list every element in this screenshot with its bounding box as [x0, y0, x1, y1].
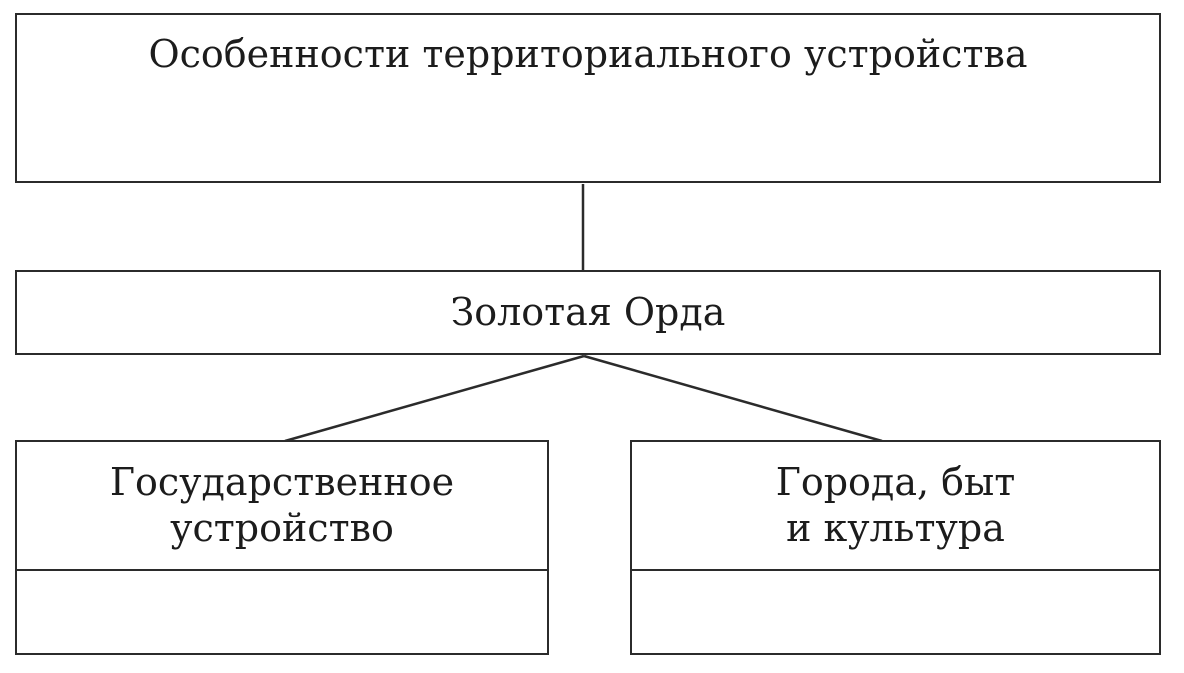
node-child-right-label-compartment: Города, быт и культура	[632, 442, 1159, 571]
node-center-label: Золотая Орда	[450, 289, 726, 334]
connector-center-to-left-child	[284, 354, 585, 443]
node-child-right-label-line1: Города, быт	[775, 459, 1016, 504]
node-child-left-label-line2: устройство	[170, 505, 394, 550]
node-center: Золотая Орда	[15, 270, 1161, 355]
node-root: Особенности территориального устройства	[15, 13, 1161, 183]
node-child-left-label-line1: Государственное	[109, 459, 455, 504]
node-child-left-empty-compartment	[17, 571, 547, 653]
node-child-right: Города, быт и культура	[630, 440, 1161, 655]
connector-center-to-right-child	[583, 354, 883, 443]
node-child-left-label-compartment: Государственное устройство	[17, 442, 547, 571]
node-root-label: Особенности территориального устройства	[148, 32, 1028, 76]
node-child-left: Государственное устройство	[15, 440, 549, 655]
node-child-right-empty-compartment	[632, 571, 1159, 653]
node-child-right-label-line2: и культура	[786, 505, 1005, 550]
